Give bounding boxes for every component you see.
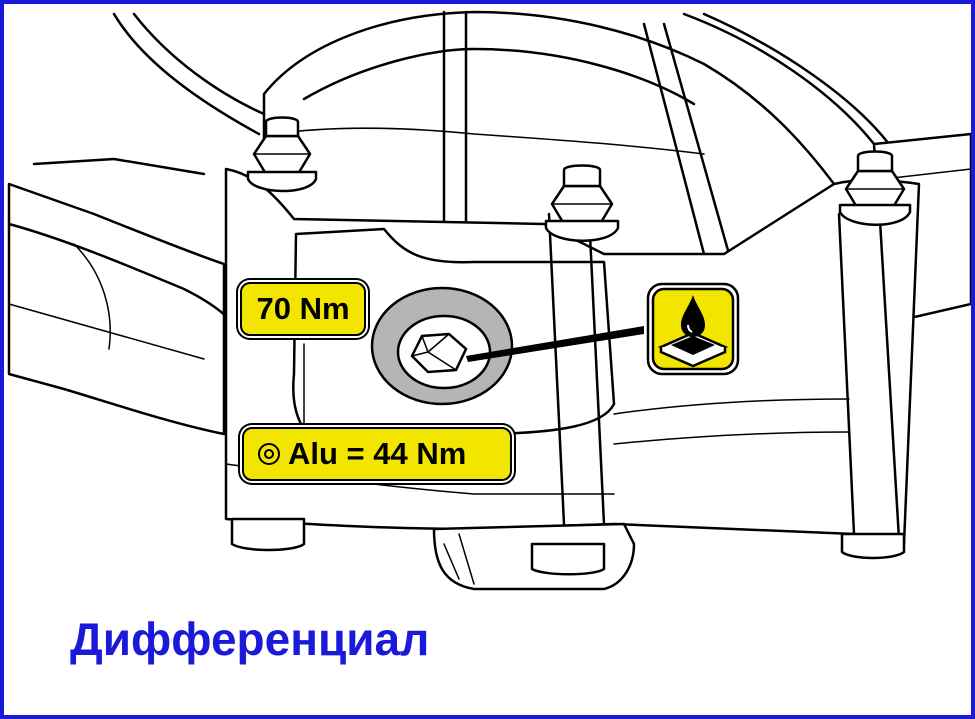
torque-label-alu: Alu = 44 Nm [242, 427, 512, 481]
differential-illustration [7, 10, 971, 591]
oil-fill-icon [646, 282, 740, 376]
caption: Дифференциал [70, 613, 430, 665]
alu-washer-icon [258, 443, 280, 465]
alu-torque-text: Alu = 44 Nm [288, 436, 467, 471]
torque-label-70nm: 70 Nm [240, 282, 366, 336]
oil-filler-plug [370, 286, 514, 406]
torque-label-text: 70 Nm [256, 291, 350, 326]
leader-line [466, 326, 644, 362]
